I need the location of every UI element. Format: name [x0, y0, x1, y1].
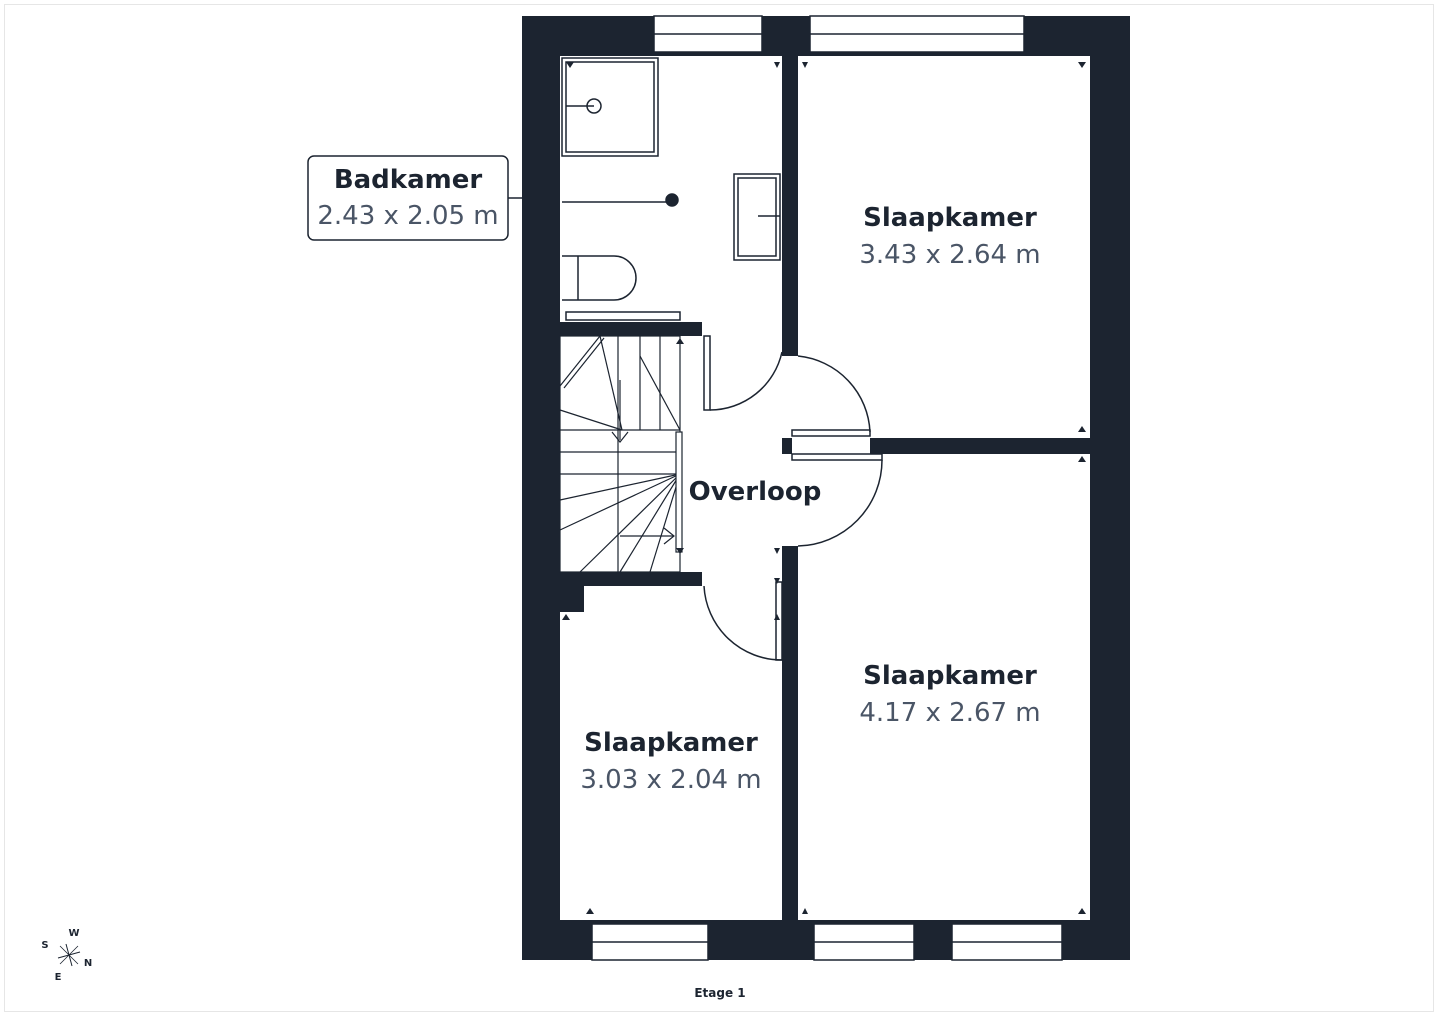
doors [703, 335, 883, 661]
room-name-slaapkamer-bottom-left: Slaapkamer [584, 728, 758, 758]
floor-label: Etage 1 [694, 986, 746, 1000]
room-name-slaapkamer-bottom-right: Slaapkamer [863, 661, 1037, 691]
staircase [559, 335, 683, 573]
windows [591, 15, 1063, 961]
bathroom-fixtures [561, 57, 781, 321]
room-dimensions-badkamer: 2.43 x 2.05 m [317, 201, 498, 231]
compass-right: N [84, 958, 92, 969]
room-name-badkamer: Badkamer [334, 165, 483, 195]
badkamer-callout: Badkamer 2.43 x 2.05 m [307, 155, 560, 241]
room-name-slaapkamer-top: Slaapkamer [863, 203, 1037, 233]
compass-left: S [41, 940, 48, 951]
room-dimensions-slaapkamer-bottom-right: 4.17 x 2.67 m [859, 698, 1040, 728]
room-dimensions-slaapkamer-bottom-left: 3.03 x 2.04 m [580, 765, 761, 795]
room-dimensions-slaapkamer-top: 3.43 x 2.64 m [859, 240, 1040, 270]
dimension-markers [562, 62, 1086, 914]
page-frame [4, 4, 1434, 1012]
compass-bottom: E [55, 972, 62, 983]
interior-walls [560, 16, 1090, 920]
compass-icon: W N E S [41, 928, 92, 983]
compass-top: W [68, 928, 79, 939]
room-name-overloop: Overloop [689, 477, 822, 507]
